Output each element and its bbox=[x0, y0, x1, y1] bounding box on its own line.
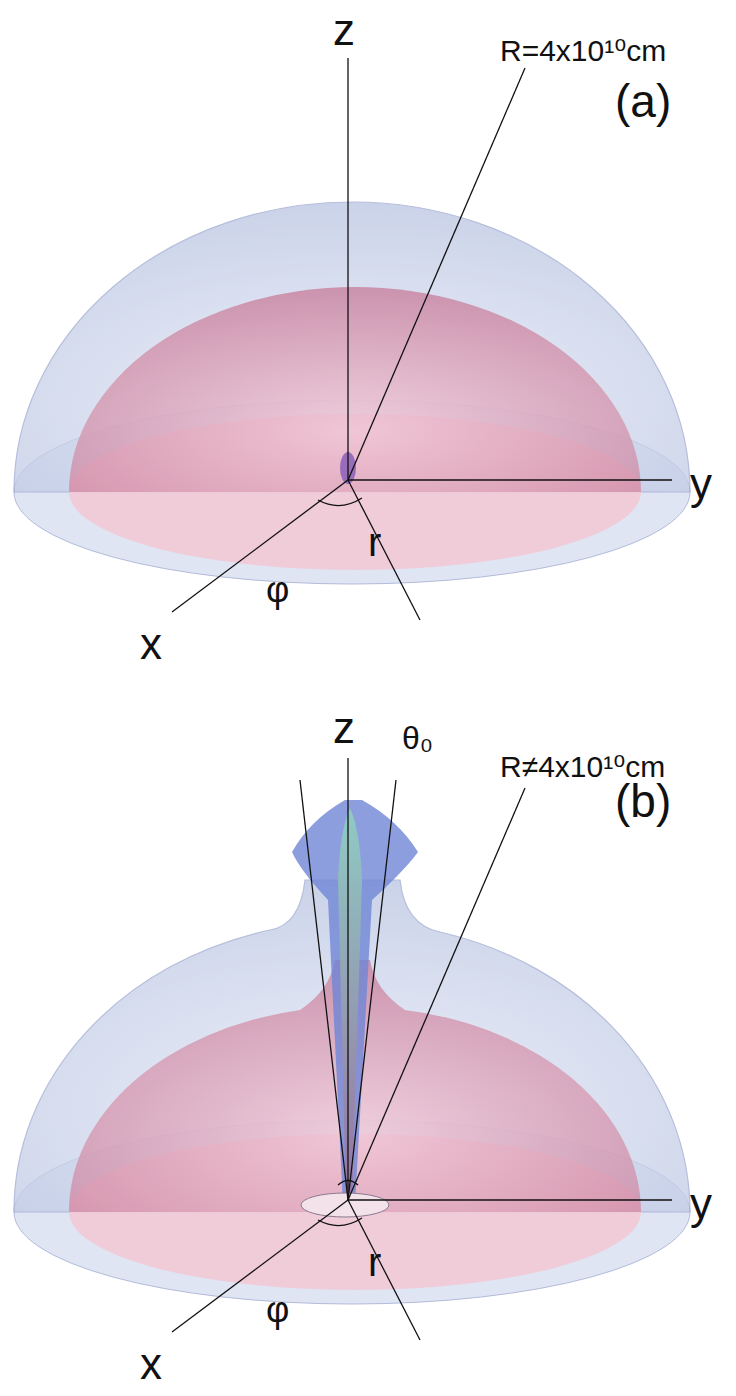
axis-label: x bbox=[140, 622, 162, 666]
panel-label: (a) bbox=[615, 78, 671, 124]
panel-a bbox=[14, 58, 690, 620]
axis-label: z bbox=[333, 8, 355, 52]
panel-label: (b) bbox=[615, 778, 671, 824]
axis-label: y bbox=[690, 1182, 712, 1226]
axis-label: r bbox=[368, 522, 381, 562]
panel-b bbox=[14, 758, 690, 1340]
axis-label: z bbox=[333, 706, 355, 750]
angle-label: θ₀ bbox=[402, 722, 433, 754]
axis-label: x bbox=[140, 1342, 162, 1386]
radius-label: R≠4x10¹⁰cm bbox=[500, 752, 665, 782]
radius-label: R=4x10¹⁰cm bbox=[500, 36, 666, 66]
axis-label: r bbox=[368, 1242, 381, 1282]
angle-label: φ bbox=[266, 1292, 289, 1328]
axis-label: y bbox=[690, 462, 712, 506]
angle-label: φ bbox=[266, 572, 289, 608]
